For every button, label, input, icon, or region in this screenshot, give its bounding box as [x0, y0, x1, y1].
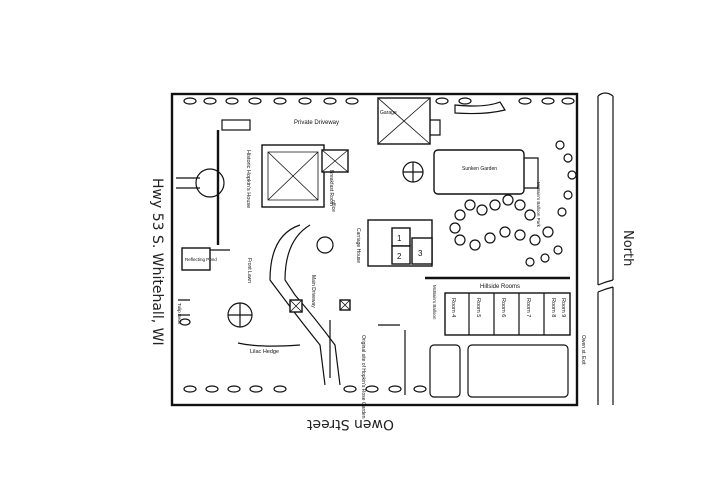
reflecting-pond-label: Reflecting Pond [185, 257, 217, 262]
top-hedge [183, 97, 575, 105]
north-road [597, 96, 614, 405]
owen-exit-label: Owen st. Exit [580, 335, 586, 365]
historic-house-label: Historic Hopkin's House [245, 150, 251, 208]
room-4-label: Room 4 [450, 298, 456, 317]
garage [377, 97, 431, 145]
mcbain-balloon-park-label: McBain's Balloon Park [536, 182, 541, 228]
room-6-label: Room 6 [500, 298, 506, 317]
highway-label: Hwy 53 S. Whitehall, WI [149, 178, 165, 346]
north-label: North [620, 230, 635, 266]
sunken-garden [433, 149, 525, 195]
main-driveway-label: Main Driveway [310, 275, 316, 308]
tulip-beds-label: Tulip Beds [177, 303, 182, 325]
mcbain-balloon-label: McBain's Balloon [432, 285, 437, 320]
lilac-hedge-label: Lilac Hedge [250, 349, 279, 355]
garage-label: Garage [380, 110, 397, 116]
room-8-label: Room 8 [550, 298, 556, 317]
front-lawn-label: Front Lawn [246, 258, 252, 283]
bottom-hedge [183, 385, 427, 393]
room-7-label: Room 7 [525, 298, 531, 317]
private-driveway-label: Private Driveway [294, 120, 339, 126]
room-5-label: Room 5 [475, 298, 481, 317]
rose-garden-label: Original site of Hopkin's Rose Garden [360, 335, 366, 419]
gazebo-left [195, 168, 225, 198]
room-9-label: Room 9 [560, 298, 566, 317]
street-label: Owen Street [307, 416, 394, 432]
room-2-label: 2 [397, 252, 402, 261]
hillside-rooms-label: Hillside Rooms [480, 284, 520, 290]
room-3-label: 3 [418, 249, 423, 258]
hillside-rooms [425, 276, 571, 336]
garden-rings [449, 140, 577, 267]
sunken-garden-label: Sunken Garden [462, 166, 497, 172]
room-1-label: 1 [397, 234, 402, 243]
carriage-house-label: Carriage House [355, 228, 361, 263]
reflecting-pond [181, 247, 211, 271]
main-driveway [269, 224, 326, 386]
office-label: office [330, 200, 336, 212]
breakfast-room-label: Breakfast Room [328, 170, 334, 206]
historic-house [261, 144, 349, 208]
carriage-house [367, 219, 433, 267]
property-boundary [170, 92, 579, 407]
